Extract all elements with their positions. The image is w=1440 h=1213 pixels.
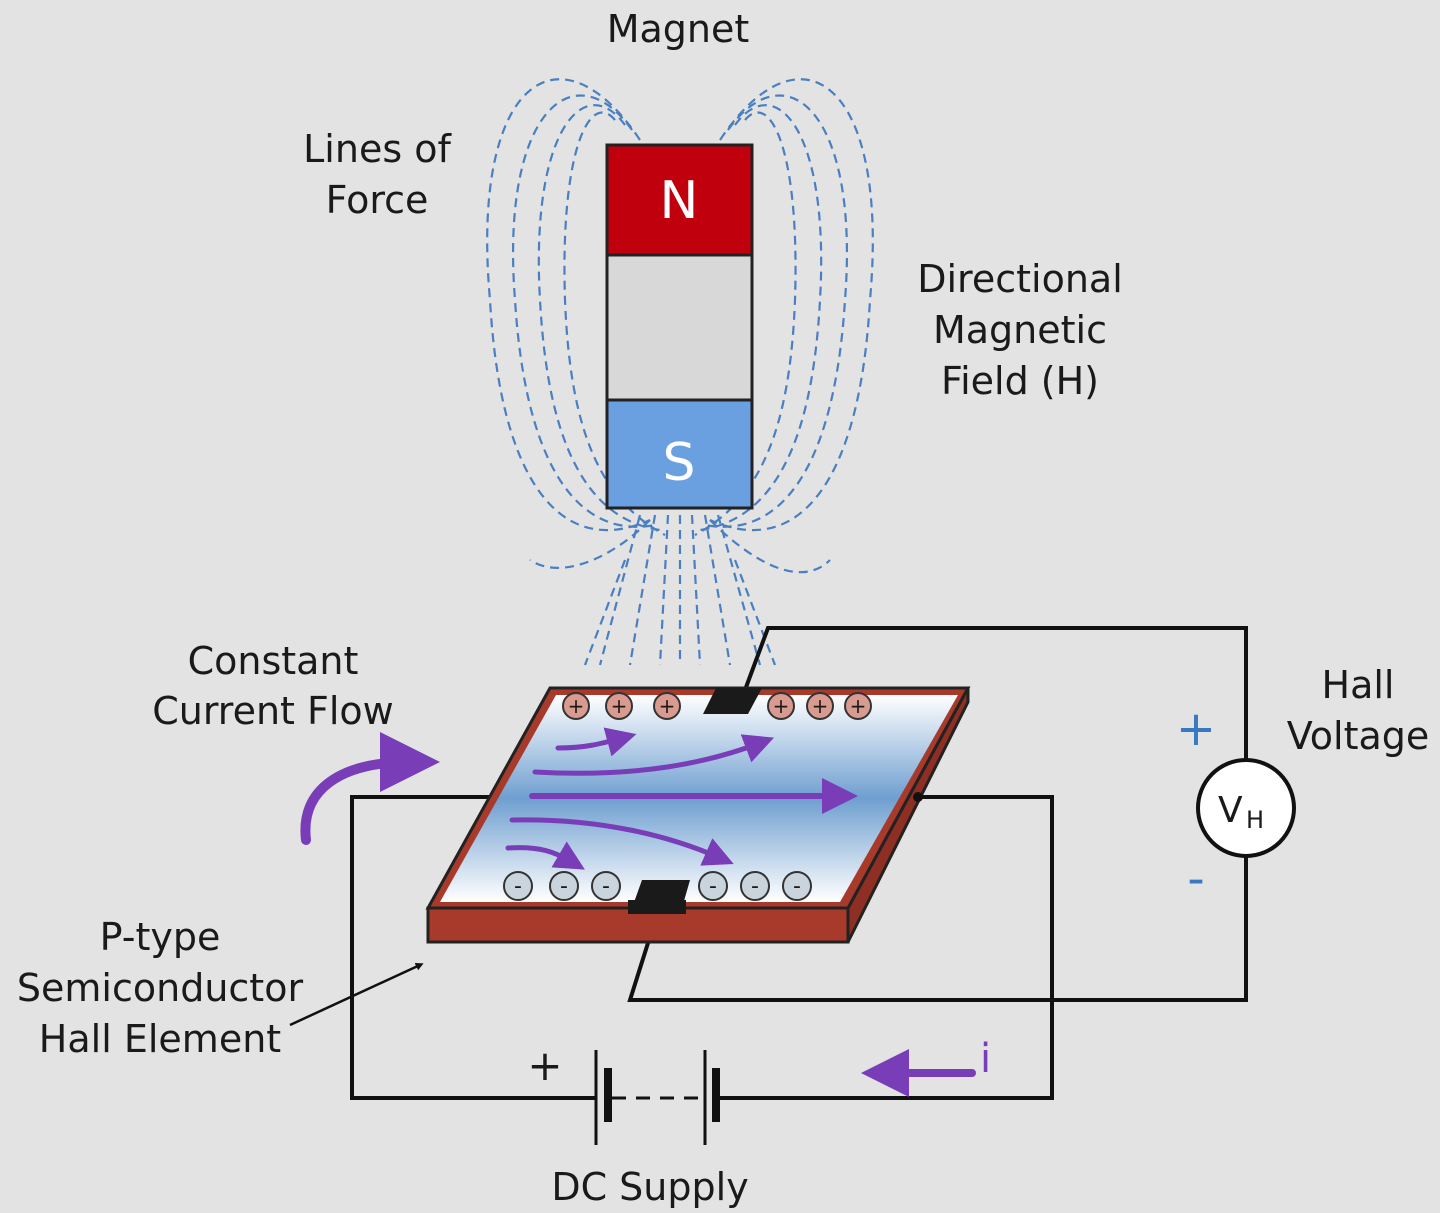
svg-text:-: - bbox=[751, 874, 759, 899]
svg-text:+: + bbox=[773, 694, 790, 718]
voltmeter bbox=[1196, 758, 1296, 858]
negative-charge: - bbox=[549, 871, 579, 901]
battery-plus: + bbox=[527, 1041, 562, 1090]
element-label-2: Semiconductor bbox=[17, 966, 304, 1010]
positive-charge: + bbox=[806, 692, 834, 720]
dc-supply-label: DC Supply bbox=[551, 1165, 748, 1209]
magnet-label: Magnet bbox=[607, 7, 750, 51]
magnet-north-pole bbox=[605, 143, 754, 257]
svg-text:-: - bbox=[709, 874, 717, 899]
positive-charge: + bbox=[653, 692, 681, 720]
svg-text:-: - bbox=[602, 874, 610, 899]
negative-charge: - bbox=[591, 871, 621, 901]
svg-text:+: + bbox=[611, 694, 628, 718]
svg-text:+: + bbox=[568, 694, 585, 718]
negative-charge: - bbox=[503, 871, 533, 901]
hall-minus: - bbox=[1187, 851, 1204, 907]
negative-charge: - bbox=[740, 871, 770, 901]
voltmeter-label: V bbox=[1218, 790, 1243, 831]
field-label-2: Magnetic bbox=[933, 308, 1107, 352]
positive-charge: + bbox=[605, 692, 633, 720]
south-label: S bbox=[662, 433, 695, 493]
voltmeter-subscript: H bbox=[1246, 806, 1264, 834]
positive-charge: + bbox=[844, 692, 872, 720]
north-label: N bbox=[660, 171, 699, 231]
current-label-2: Current Flow bbox=[152, 689, 394, 733]
svg-text:+: + bbox=[659, 694, 676, 718]
current-symbol: i bbox=[980, 1036, 991, 1082]
element-pointer-arrow bbox=[289, 963, 424, 1027]
current-label-1: Constant bbox=[188, 639, 359, 683]
svg-text:+: + bbox=[812, 694, 829, 718]
magnet: N S bbox=[605, 143, 754, 510]
positive-charges: + + + + + + bbox=[562, 692, 872, 720]
field-label-3: Field (H) bbox=[941, 359, 1099, 403]
svg-text:-: - bbox=[514, 874, 522, 899]
hall-voltage-label-1: Hall bbox=[1322, 663, 1395, 707]
negative-charge: - bbox=[782, 871, 812, 901]
supply-circuit: + i bbox=[350, 795, 1054, 1145]
magnet-body bbox=[605, 253, 754, 402]
field-lines bbox=[486, 78, 874, 666]
hall-element-plate: + + + + + + - - - - - - bbox=[425, 686, 971, 944]
magnet-south-pole bbox=[605, 398, 754, 510]
element-label-3: Hall Element bbox=[39, 1017, 281, 1061]
constant-current-arrow bbox=[300, 732, 440, 845]
hall-voltage-circuit: V H + - bbox=[627, 626, 1296, 1002]
lines-of-force-label-2: Force bbox=[326, 178, 429, 222]
svg-text:+: + bbox=[850, 694, 867, 718]
hall-plus: + bbox=[1176, 701, 1216, 757]
svg-text:-: - bbox=[793, 874, 801, 899]
current-flow-arrows bbox=[505, 727, 858, 870]
negative-charges: - - - - - - bbox=[503, 871, 812, 901]
top-contact bbox=[703, 688, 762, 714]
positive-charge: + bbox=[562, 692, 590, 720]
positive-charge: + bbox=[767, 692, 795, 720]
hall-voltage-label-2: Voltage bbox=[1287, 714, 1430, 758]
negative-charge: - bbox=[698, 871, 728, 901]
field-label-1: Directional bbox=[917, 257, 1123, 301]
svg-text:-: - bbox=[560, 874, 568, 899]
lines-of-force-label-1: Lines of bbox=[303, 127, 452, 171]
element-label-1: P-type bbox=[100, 915, 221, 959]
